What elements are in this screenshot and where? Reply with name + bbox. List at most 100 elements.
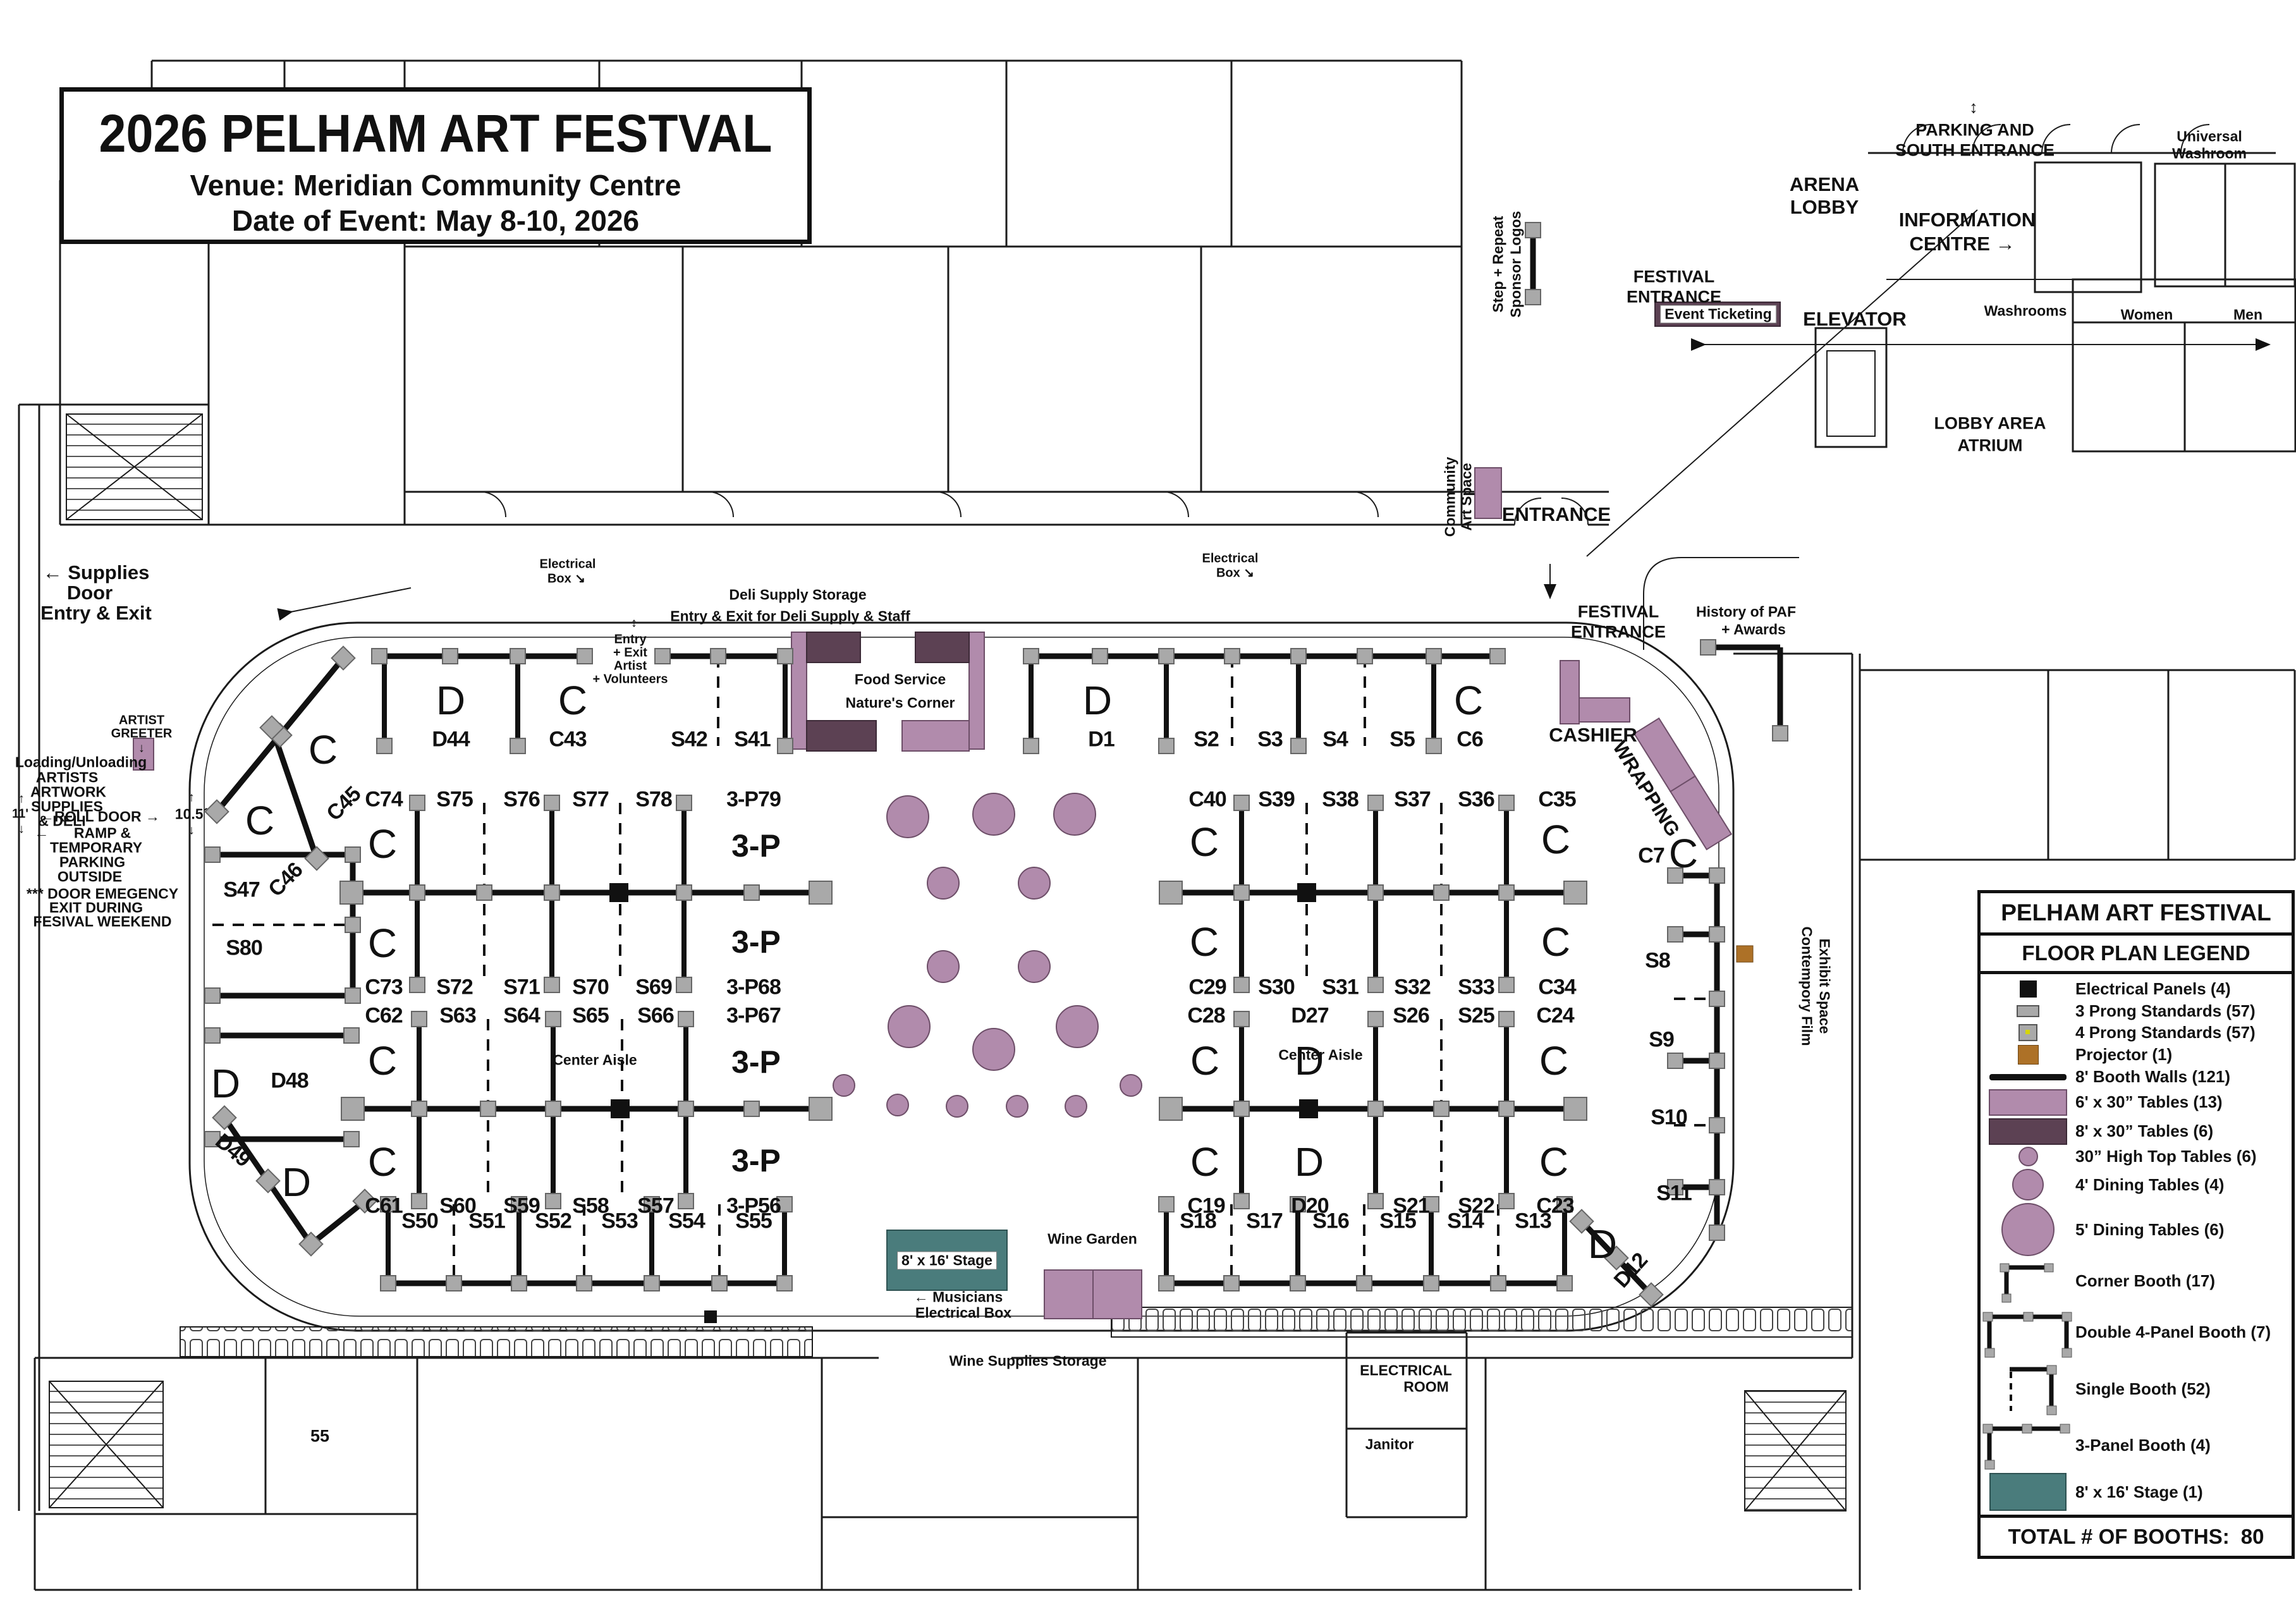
prong-standard (1158, 738, 1175, 754)
map-label: S58 (572, 1194, 609, 1218)
prong3-standard-icon (1981, 1004, 2075, 1017)
map-label: D (281, 1159, 311, 1205)
map-label: Electrical (1202, 551, 1259, 566)
map-label: Center Aisle (1278, 1046, 1363, 1063)
prong-standard (411, 1193, 427, 1209)
map-label: 11' (12, 807, 28, 821)
map-label: ↓ (188, 823, 195, 838)
map-label: Wine Garden (1047, 1230, 1137, 1247)
prong-standard (1490, 1275, 1506, 1291)
map-label: C28 (1187, 1003, 1225, 1028)
electrical-panel (609, 883, 628, 902)
map-label: ATRIUM (1957, 436, 2023, 455)
table-6ft-icon (1981, 1089, 2075, 1116)
map-label: SUPPLIES (31, 798, 103, 815)
map-label: D (1082, 678, 1112, 723)
map-label: S53 (601, 1209, 638, 1233)
table-8ft (915, 632, 970, 663)
dining-table-4ft (927, 867, 960, 900)
corner-booth-wall (309, 1199, 367, 1247)
hightop-table-icon (1981, 1147, 2075, 1167)
map-label: S41 (734, 727, 771, 752)
prong-standard (1498, 1011, 1515, 1027)
map-label: ELEVATOR (1803, 308, 1907, 330)
electrical-panel (611, 1099, 630, 1118)
prong-standard-large (809, 1097, 833, 1121)
map-label: ENTRANCE (1626, 287, 1722, 307)
map-label: Door (66, 582, 113, 604)
prong-standard-large (1563, 1097, 1587, 1121)
prong-standard (644, 1196, 660, 1212)
map-label: C74 (365, 787, 403, 812)
map-label: CENTRE → (1909, 233, 2015, 255)
corner-booth-icon (1981, 1259, 2075, 1304)
table-6ft (1092, 1269, 1142, 1319)
prong-standard (711, 1275, 728, 1291)
map-label: ← (34, 824, 49, 841)
prong-standard (678, 1193, 694, 1209)
map-label: PARKING AND (1915, 120, 2034, 140)
map-label: S71 (503, 975, 540, 999)
prong-standard (1489, 648, 1506, 664)
table-8ft-icon (1981, 1118, 2075, 1145)
prong-standard (644, 1275, 660, 1291)
legend-item-dining-table-4ft: 4' Dining Tables (4) (1981, 1169, 2292, 1201)
prong-standard (1158, 1196, 1175, 1212)
map-label: Contempory Film (1798, 926, 1816, 1046)
map-label: S21 (1393, 1194, 1429, 1218)
map-label: C (1189, 819, 1219, 865)
prong-standard (1498, 1193, 1515, 1209)
prong-standard (545, 1193, 561, 1209)
map-label: D (436, 678, 465, 723)
map-label: S63 (439, 1003, 476, 1028)
legend-item-label: 8' x 30” Tables (6) (2075, 1121, 2214, 1141)
map-label: S9 (1649, 1027, 1675, 1052)
prong-standard (304, 846, 329, 871)
prong-standard (1224, 648, 1240, 664)
legend-item-label: 3 Prong Standards (57) (2075, 1001, 2256, 1020)
dining-table-4ft (1018, 950, 1051, 983)
prong-standard (1223, 1275, 1240, 1291)
prong-standard (1158, 648, 1175, 664)
legend-item-dining-table-5ft: 5' Dining Tables (6) (1981, 1203, 2292, 1257)
hightop-table (1120, 1074, 1142, 1097)
prong-standard (371, 648, 388, 664)
map-label: ARENA (1789, 173, 1860, 195)
prong-standard (1772, 725, 1788, 742)
map-label: S13 (1515, 1209, 1551, 1233)
prong-standard (1433, 1101, 1450, 1117)
prong-standard (343, 1027, 360, 1044)
title-box: 2026 PELHAM ART FESTVAL Venue: Meridian … (59, 87, 812, 244)
prong-standard (1525, 289, 1541, 305)
map-label: S5 (1389, 727, 1415, 752)
map-label: C43 (549, 727, 587, 752)
map-label: S8 (1645, 948, 1671, 973)
prong-standard (743, 1101, 760, 1117)
map-label: CASHIER (1549, 724, 1637, 746)
map-label: Washrooms (1984, 302, 2067, 319)
map-label: S42 (671, 727, 707, 752)
map-label: C (367, 920, 397, 966)
map-label: ↑ (18, 791, 25, 806)
map-label: History of PAF (1695, 603, 1797, 620)
booth-wall-icon (1981, 1073, 2075, 1080)
map-label: ↓ (138, 741, 145, 755)
prong-standard (1556, 1275, 1573, 1291)
dining-table-5ft (1056, 1005, 1099, 1048)
map-label: Sponsor Logos (1507, 211, 1524, 318)
prong-standard-large (341, 1097, 365, 1121)
legend-item-stage: 8' x 16' Stage (1) (1981, 1473, 2292, 1511)
map-label: D (1587, 1221, 1617, 1267)
legend-item-label: 4' Dining Tables (4) (2075, 1175, 2225, 1194)
dining-table-5ft (886, 795, 929, 838)
table-6ft (901, 720, 970, 752)
map-label: Janitor (1365, 1436, 1414, 1453)
legend-item-label: 8' x 16' Stage (1) (2075, 1482, 2203, 1501)
dining-table-5ft-icon (1981, 1203, 2075, 1257)
prong-standard (544, 795, 560, 811)
prong-standard (1423, 1275, 1439, 1291)
prong-standard (1709, 991, 1725, 1007)
map-label: S32 (1394, 975, 1431, 999)
map-label: C24 (1536, 1003, 1574, 1028)
